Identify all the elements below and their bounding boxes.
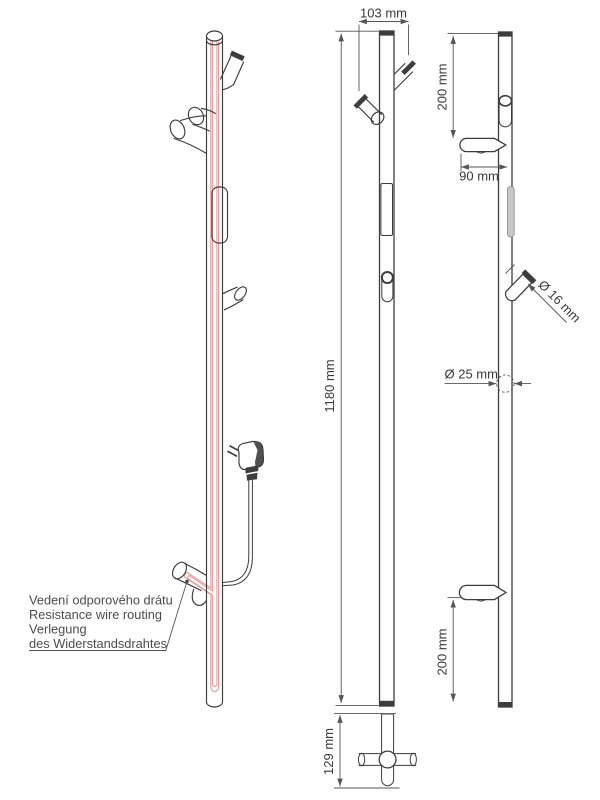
rail-tube-side: [497, 31, 513, 708]
rail-tube-front: [378, 30, 395, 707]
annotation-line-cs: Vedení odporového drátu: [29, 593, 173, 608]
annotation-line-de-1: Verlegung: [29, 622, 87, 637]
tube-section-circle: [496, 374, 515, 393]
dim-side-top-label: 200 mm: [435, 64, 450, 111]
dim-hook-diameter-label: Ø 16 mm: [535, 277, 583, 325]
hook-end-on-side: [498, 94, 513, 128]
annotation-line-en: Resistance wire routing: [29, 607, 162, 622]
keyhole-slot-front: [380, 270, 394, 303]
tube-bottom-cap-front: [379, 700, 394, 706]
tube-top-cap-front: [379, 31, 394, 36]
dim-hook-length-label: 90 mm: [459, 169, 499, 184]
tube-top-cap-side: [498, 32, 512, 37]
rail-tube-perspective: [205, 30, 224, 708]
connection-panel-side: [506, 186, 515, 238]
hook-lower-side: [458, 584, 508, 602]
dim-front-height-label: 1180 mm: [322, 359, 337, 412]
hook-diagonal-side: [504, 269, 537, 302]
hook-top-right: [220, 50, 245, 91]
dim-front-height: 1180 mm: [322, 30, 379, 706]
connection-panel-front: [380, 183, 393, 236]
dim-tube-diameter-label: Ø 25 mm: [445, 367, 498, 382]
perspective-view: Vedení odporového drátu Resistance wire …: [29, 30, 265, 708]
dim-side-top: 200 mm: [435, 33, 498, 138]
dim-front-width-label: 103 mm: [360, 6, 407, 21]
dim-tube-diameter: Ø 25 mm: [444, 367, 531, 393]
dim-front-width: 103 mm: [358, 6, 409, 91]
front-view: 1180 mm 103 mm: [321, 6, 417, 789]
hook-mid-right: [221, 286, 247, 311]
hook-upper-side: [459, 137, 508, 154]
hook-bottom-left: [171, 561, 208, 607]
dim-side-bottom-label: 200 mm: [435, 629, 450, 676]
callout-leader-line: [29, 581, 188, 651]
dim-base-height-label: 129 mm: [321, 728, 336, 775]
base-cross-detail: [358, 713, 417, 787]
hook-top-right-front: [393, 60, 416, 92]
dim-hook-length: 90 mm: [459, 153, 508, 184]
dim-side-bottom: 200 mm: [435, 597, 462, 702]
connection-panel-perspective: [211, 186, 229, 244]
hook-top-left-front: [353, 94, 385, 126]
wire-routing-callout: Vedení odporového drátu Resistance wire …: [29, 579, 189, 651]
dim-base-height: 129 mm: [321, 713, 400, 789]
side-view: 200 mm 90 mm Ø 16 mm Ø 25 mm: [435, 31, 584, 708]
power-plug-icon: [222, 440, 265, 587]
hook-left-pair: [169, 106, 217, 155]
tube-bottom-cap-side: [498, 702, 512, 707]
resistance-wire: [184, 41, 220, 692]
annotation-line-de-2: des Widerstandsdrahtes: [29, 636, 167, 651]
